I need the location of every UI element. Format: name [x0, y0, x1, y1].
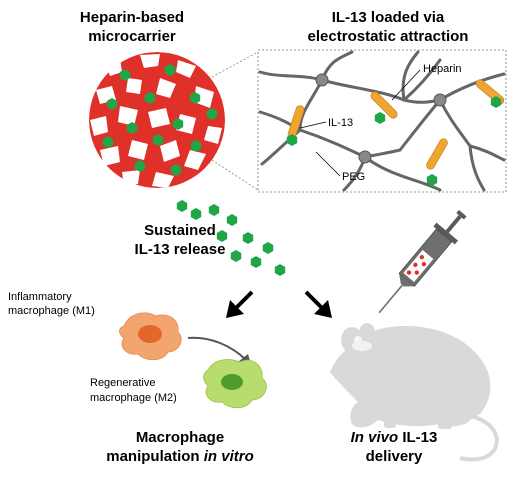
- manipulation-title-part-a: manipulation: [106, 448, 204, 465]
- heparin-leader: [391, 69, 421, 101]
- loaded-title-line1: IL-13 loaded via: [332, 9, 445, 26]
- m2-macrophage: [203, 359, 267, 409]
- m1-label-line2: macrophage (M1): [8, 305, 95, 317]
- manipulation-title-line1: Macrophage: [136, 429, 224, 446]
- heparin-label: Heparin: [423, 63, 462, 75]
- loaded-title-line2: electrostatic attraction: [308, 28, 469, 45]
- invivo-title-part-b: IL-13: [398, 429, 437, 446]
- m2-label-line1: Regenerative: [90, 377, 155, 389]
- manipulation-title-part-b: in vitro: [204, 448, 254, 465]
- m1-macrophage: [119, 312, 182, 361]
- microcarrier-title-line1: Heparin-based: [80, 9, 184, 26]
- syringe: [378, 209, 467, 314]
- heparin-microcarrier: [89, 52, 225, 188]
- m1-label-line1: Inflammatory: [8, 291, 72, 303]
- m2-label-line2: macrophage (M2): [90, 392, 177, 404]
- zoom-line-top: [211, 51, 259, 78]
- peg-label: PEG: [342, 171, 365, 183]
- zoom-line-bottom: [211, 159, 259, 191]
- arrow-to-invitro: [226, 290, 254, 318]
- microcarrier-title-line2: microcarrier: [88, 28, 176, 45]
- il13-leader: [299, 121, 327, 129]
- invivo-title-part-a: In vivo: [351, 429, 399, 446]
- release-title-line1: Sustained: [144, 222, 216, 239]
- polarization-arrow: [187, 336, 247, 361]
- release-title-line2: IL-13 release: [135, 241, 226, 258]
- manipulation-title-line2: manipulation in vitro: [106, 448, 254, 465]
- microcarrier-pores: [90, 54, 222, 188]
- il13-label: IL-13: [328, 117, 353, 129]
- invivo-title-line1: In vivo IL-13: [351, 429, 438, 446]
- injection-site: [352, 341, 372, 351]
- network-inset: Heparin IL-13 PEG: [257, 49, 507, 193]
- peg-leader: [315, 151, 341, 177]
- arrow-to-invivo: [304, 290, 332, 318]
- invivo-title-line2: delivery: [366, 448, 423, 465]
- peg-crosslink-nodes: [315, 73, 447, 164]
